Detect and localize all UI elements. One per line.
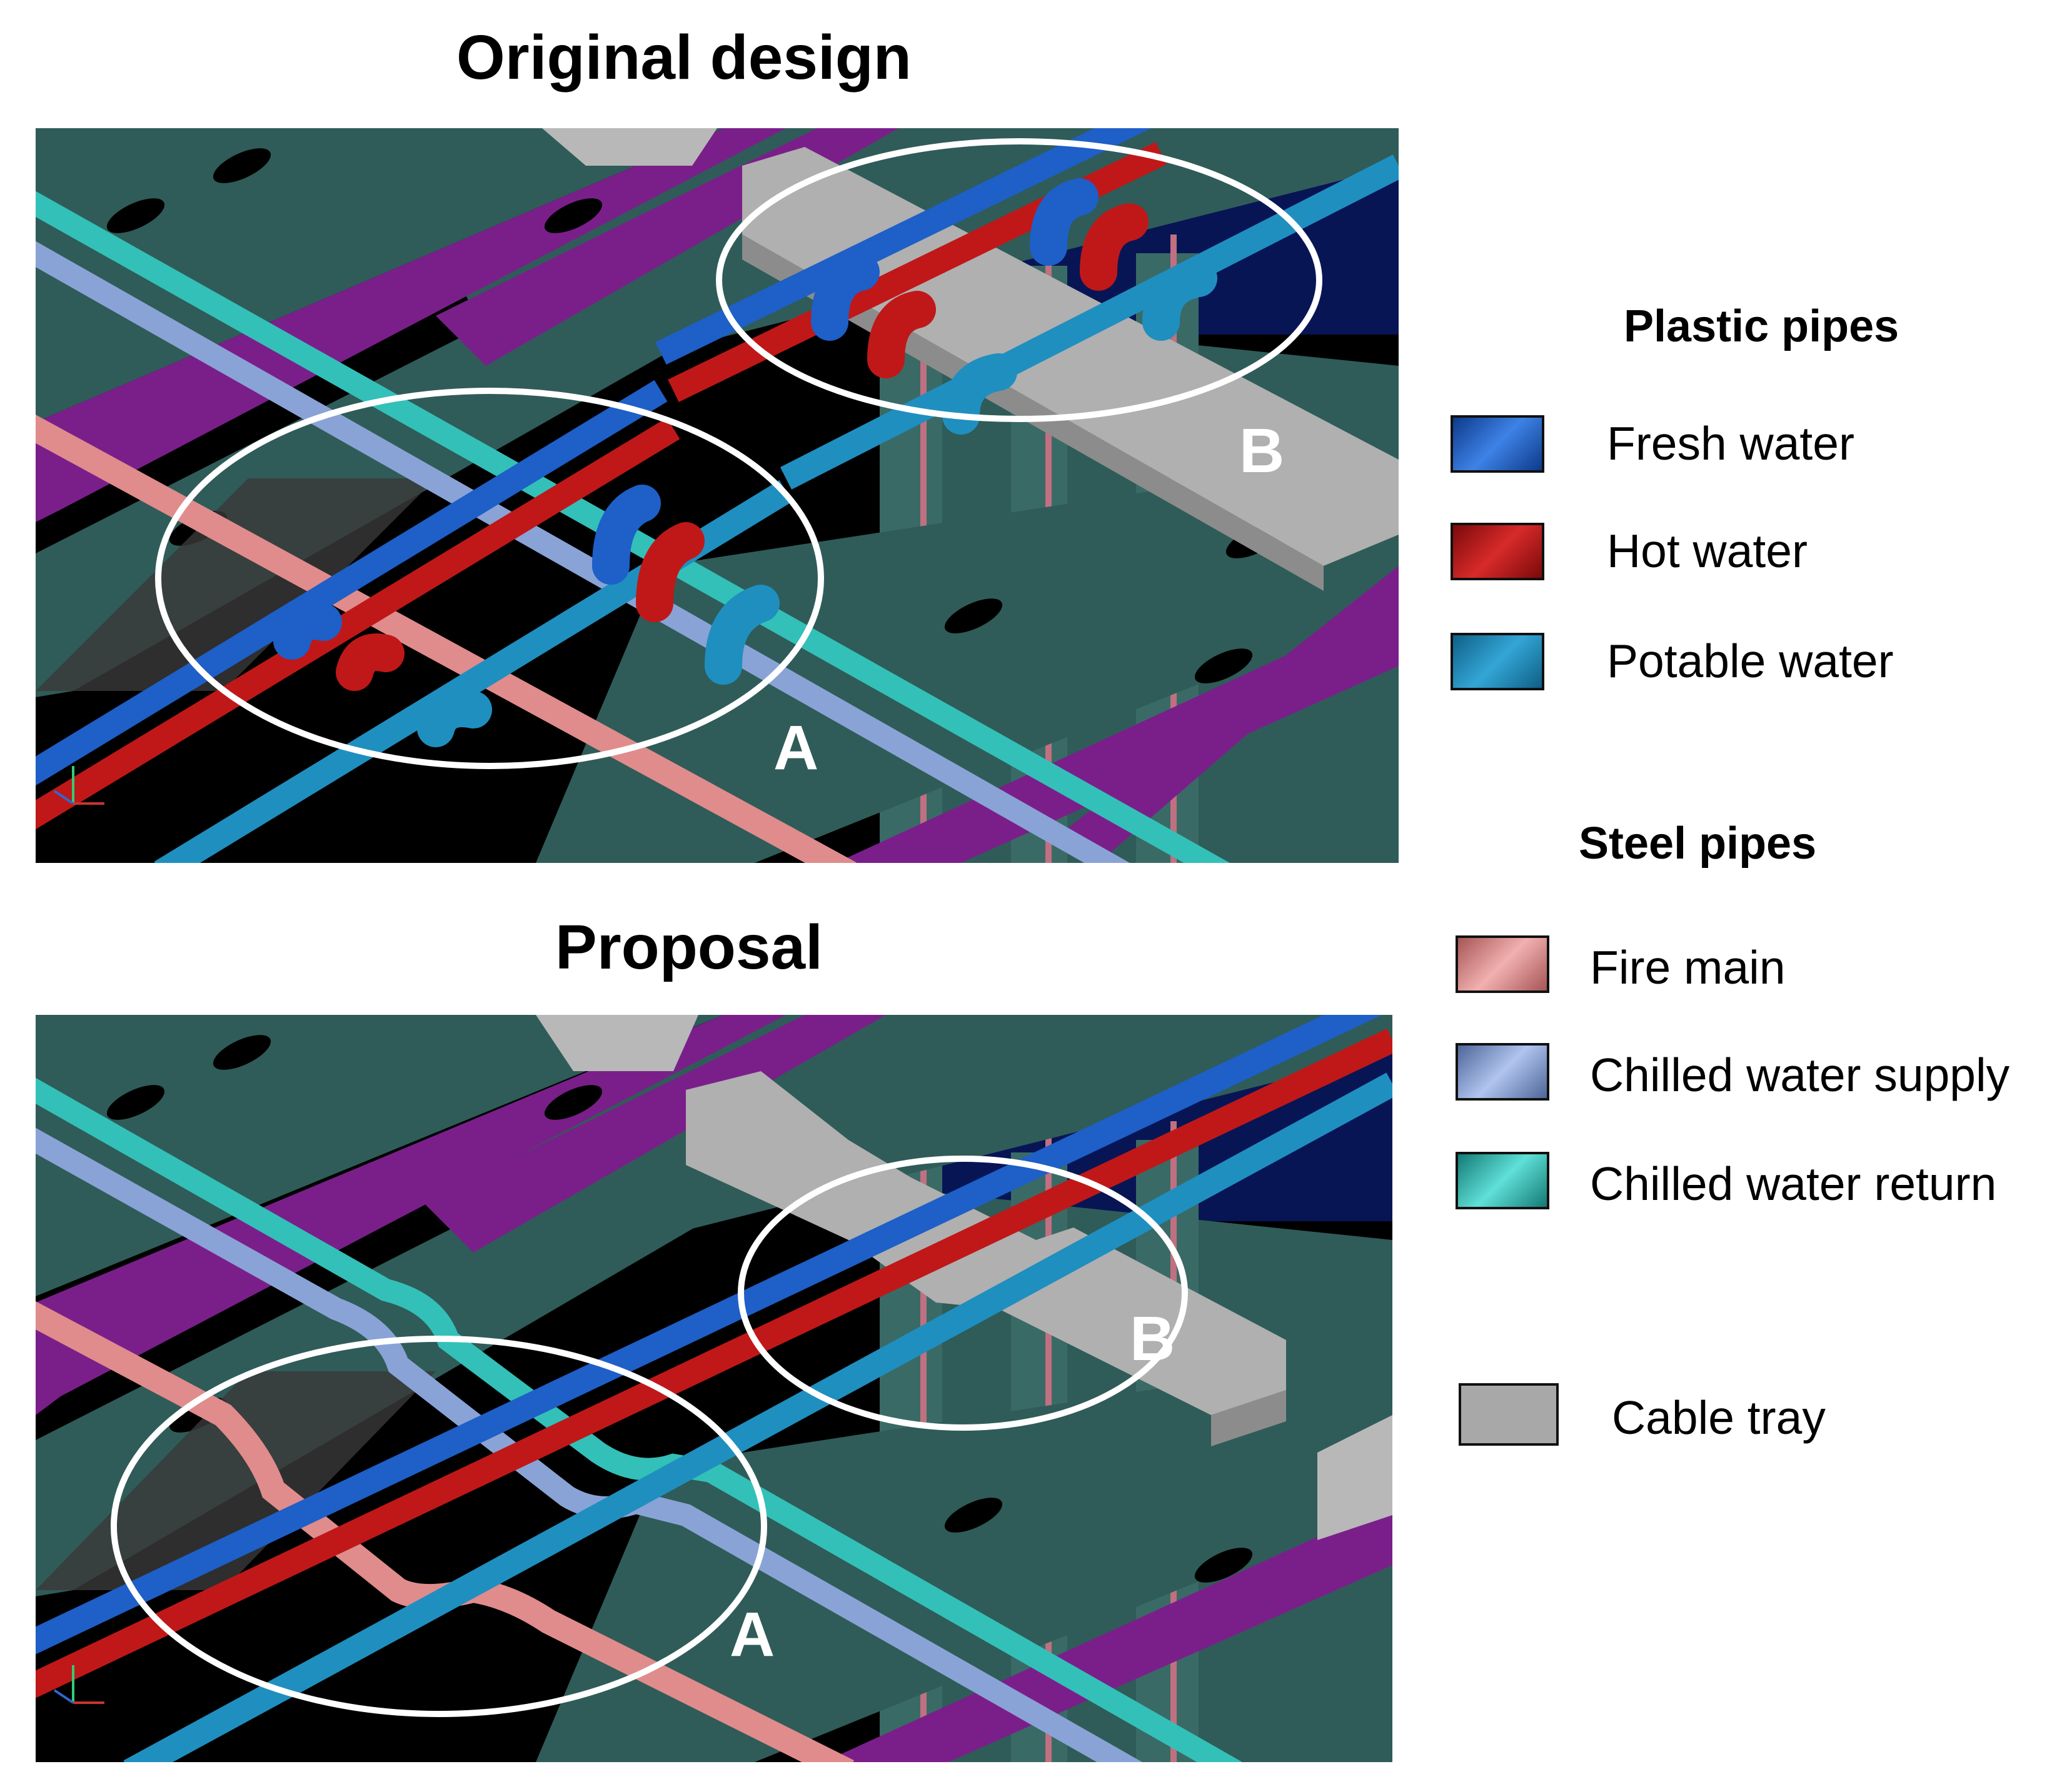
legend-label: Chilled water return xyxy=(1590,1157,1997,1210)
marker-a-original: A xyxy=(773,713,818,783)
marker-b-proposal: B xyxy=(1130,1304,1175,1374)
original-design-title: Original design xyxy=(456,23,912,93)
legend-label: Cable tray xyxy=(1612,1391,1826,1444)
fresh-water-swatch xyxy=(1451,415,1544,473)
steel-pipes-heading: Steel pipes xyxy=(1579,819,1817,869)
plastic-pipes-heading: Plastic pipes xyxy=(1624,301,1899,351)
proposal-title: Proposal xyxy=(555,912,823,982)
region-a-ellipse xyxy=(155,388,824,769)
legend-label: Chilled water supply xyxy=(1590,1049,2010,1101)
original-design-render: A B xyxy=(36,128,1399,863)
region-b-ellipse-proposal xyxy=(738,1156,1188,1431)
proposal-render: A B xyxy=(36,1015,1392,1762)
hot-water-swatch xyxy=(1451,523,1544,580)
potable-water-swatch xyxy=(1451,633,1544,690)
original-design-scene: A B xyxy=(36,128,1399,863)
marker-b-original: B xyxy=(1239,416,1284,486)
legend-label: Fresh water xyxy=(1607,417,1854,470)
legend-label: Hot water xyxy=(1607,525,1808,577)
fire-main-swatch xyxy=(1456,935,1549,993)
region-b-ellipse xyxy=(716,138,1322,422)
legend-label: Fire main xyxy=(1590,941,1786,994)
region-a-ellipse-proposal xyxy=(111,1336,767,1717)
chilled-water-supply-swatch xyxy=(1456,1043,1549,1101)
marker-a-proposal: A xyxy=(730,1600,775,1670)
proposal-scene: A B xyxy=(36,1015,1392,1762)
legend-label: Potable water xyxy=(1607,635,1894,687)
cable-tray-swatch xyxy=(1459,1383,1559,1446)
chilled-water-return-swatch xyxy=(1456,1152,1549,1209)
